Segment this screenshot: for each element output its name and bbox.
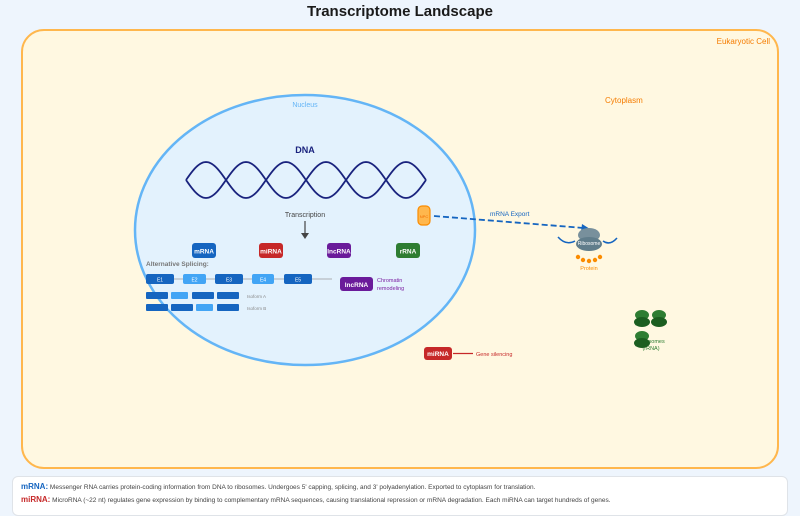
transcription-arrow [301, 221, 309, 239]
exon-e3: E3 [215, 274, 243, 284]
svg-text:miRNA: miRNA [427, 351, 449, 358]
svg-text:miRNA: miRNA [260, 249, 282, 256]
svg-text:E4: E4 [260, 278, 266, 284]
isoform-b: Isoform B [146, 304, 266, 311]
chromatin-remodeling-line2: remodeling [377, 286, 404, 292]
transcription-label: Transcription [285, 212, 325, 219]
protein-label: Protein [580, 266, 597, 272]
cytoplasm-label: Cytoplasm [605, 96, 643, 105]
amino-acid-bead [575, 254, 581, 260]
legend-text: Messenger RNA carries protein-coding inf… [49, 484, 536, 491]
svg-text:E1: E1 [157, 278, 163, 284]
svg-text:E3: E3 [226, 278, 232, 284]
nucleus-label: Nucleus [292, 102, 318, 109]
diagram-title: Transcriptome Landscape [307, 3, 493, 20]
legend-row-mirna: miRNA: MicroRNA (~22 nt) regulates gene … [21, 494, 779, 507]
ribosome-icon [651, 310, 667, 327]
ribosome-icon [634, 310, 650, 327]
cell-label: Eukaryotic Cell [717, 37, 771, 46]
amino-acid-bead [586, 258, 592, 264]
exon-e4: E4 [252, 274, 274, 284]
exon-e2: E2 [183, 274, 206, 284]
dna-label: DNA [295, 145, 315, 155]
mirna-cytoplasm-badge[interactable]: miRNA [424, 347, 452, 360]
isoform-b-label: Isoform B [247, 306, 266, 311]
legend-text: MicroRNA (~22 nt) regulates gene express… [52, 497, 611, 504]
rna-badge-lncrna[interactable]: lncRNA [327, 243, 351, 258]
chromatin-remodeling-line1: Chromatin [377, 278, 402, 284]
legend-term: mRNA: [21, 482, 49, 491]
rna-badge-mrna[interactable]: mRNA [192, 243, 216, 258]
mrna-export-label: mRNA Export [490, 211, 530, 218]
transcriptome-diagram: Eukaryotic Cell Cytoplasm Nucleus DNA Tr… [21, 29, 779, 469]
lncrna-badge[interactable]: lncRNA [340, 277, 373, 291]
dna-helix [185, 161, 427, 199]
mrna-strand [557, 236, 618, 244]
splicing-title: Alternative Splicing: [146, 261, 209, 268]
ribosomes-label-line1: Ribosomes [637, 339, 665, 345]
rna-badge-rrna[interactable]: rRNA [396, 243, 420, 258]
svg-text:mRNA: mRNA [194, 249, 214, 256]
gene-silencing-label: Gene silencing [476, 352, 512, 358]
amino-acid-bead [580, 257, 586, 263]
ribosome-group: Ribosomes (rRNA) [634, 310, 667, 352]
dna-strand-2 [185, 161, 427, 199]
svg-text:NPC: NPC [420, 214, 429, 219]
svg-text:E2: E2 [191, 278, 197, 284]
svg-text:lncRNA: lncRNA [345, 282, 369, 289]
svg-text:Ribosome: Ribosome [578, 241, 601, 247]
ribosomes-label-line2: (rRNA) [642, 346, 659, 352]
legend-row-mrna: mRNA: Messenger RNA carries protein-codi… [21, 481, 779, 494]
ribosome: Ribosome [576, 228, 602, 251]
isoform-a: Isoform A [146, 292, 266, 299]
protein-chain [575, 254, 603, 264]
rna-badge-mirna[interactable]: miRNA [259, 243, 283, 258]
exon-e1: E1 [146, 274, 174, 284]
svg-text:rRNA: rRNA [400, 249, 417, 256]
amino-acid-bead [592, 257, 598, 263]
ribosome-icon [634, 331, 650, 348]
nuclear-pore-complex: NPC [417, 205, 431, 226]
isoform-a-label: Isoform A [247, 294, 266, 299]
exon-e5: E5 [284, 274, 312, 284]
amino-acid-bead [597, 254, 603, 260]
legend-panel: mRNA: Messenger RNA carries protein-codi… [12, 476, 788, 516]
svg-text:lncRNA: lncRNA [327, 249, 351, 256]
svg-text:E5: E5 [295, 278, 301, 284]
